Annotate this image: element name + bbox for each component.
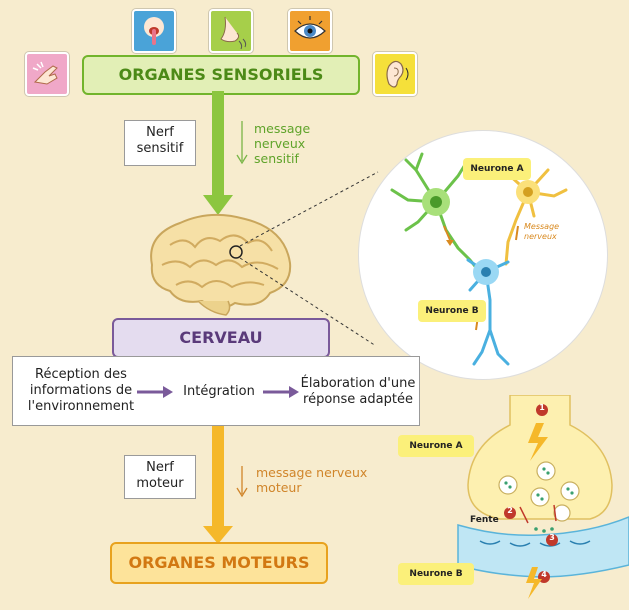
synapse-step-4: 4 <box>541 570 547 579</box>
zoom-message-nerveux: Message nerveux <box>524 222 559 242</box>
organes-moteurs-label: ORGANES MOTEURS <box>128 553 310 572</box>
synapse-neurone-b-label: Neurone B <box>398 563 474 585</box>
eye-icon <box>288 9 332 53</box>
nerf-moteur-line1: Nerf <box>146 460 174 475</box>
arrow-integration-elaboration <box>263 386 299 398</box>
synapse-neurone-a-label: Neurone A <box>398 435 474 457</box>
brain-illustration <box>150 213 292 316</box>
green-flow-arrow <box>212 91 224 199</box>
cerveau-label: CERVEAU <box>179 328 263 347</box>
smell-icon <box>209 9 253 53</box>
orange-flow-arrow <box>212 426 224 530</box>
arrow-reception-integration <box>137 386 173 398</box>
ear-icon <box>373 52 417 96</box>
orange-arrow-head <box>203 526 233 544</box>
zoom-neurone-b-label: Neurone B <box>418 300 486 322</box>
touch-icon <box>25 52 69 96</box>
message-sensitif-line1: message <box>254 121 311 136</box>
integration-text: Intégration <box>183 384 255 399</box>
nerf-sensitif-box: Nerf sensitif <box>124 120 196 166</box>
message-sensitif-text: message nerveux sensitif <box>254 121 310 166</box>
fente-label: Fente <box>470 515 499 525</box>
zoom-neurone-a-label: Neurone A <box>463 158 531 180</box>
moteur-small-arrow <box>236 466 248 498</box>
organes-sensoriels-banner: ORGANES SENSORIELS <box>82 55 360 95</box>
message-moteur-line2: moteur <box>256 480 302 495</box>
sensitif-small-arrow <box>236 121 248 165</box>
reception-line2: informations de <box>29 383 133 398</box>
neurons-illustration <box>390 152 568 366</box>
processing-box <box>12 356 420 426</box>
message-sensitif-line3: sensitif <box>254 151 299 166</box>
zoom-message-line2: nerveux <box>524 232 557 241</box>
zoom-message-line1: Message <box>524 222 560 231</box>
message-moteur-line1: message nerveux <box>256 465 368 480</box>
reception-line3: l'environnement <box>27 399 135 414</box>
reception-line1: Réception des <box>35 367 127 382</box>
elaboration-line1: Élaboration d'une <box>300 376 416 391</box>
synapse-step-3: 3 <box>549 533 555 542</box>
nerf-moteur-box: Nerf moteur <box>124 455 196 499</box>
reception-text: Réception des informations de l'environn… <box>16 367 146 415</box>
elaboration-line2: réponse adaptée <box>303 392 413 407</box>
elaboration-text: Élaboration d'une réponse adaptée <box>298 376 418 408</box>
message-sensitif-line2: nerveux <box>254 136 306 151</box>
nerf-sensitif-line2: sensitif <box>136 141 184 156</box>
taste-icon <box>132 9 176 53</box>
nerf-moteur-line2: moteur <box>136 476 184 491</box>
organes-moteurs-banner: ORGANES MOTEURS <box>110 542 328 584</box>
cerveau-banner: CERVEAU <box>112 318 330 358</box>
green-arrow-head <box>203 195 233 215</box>
synapse-step-1: 1 <box>539 403 545 412</box>
organes-sensoriels-label: ORGANES SENSORIELS <box>118 65 324 84</box>
message-moteur-text: message nerveux moteur <box>256 465 367 495</box>
nerf-sensitif-line1: Nerf <box>146 125 174 140</box>
synapse-step-2: 2 <box>507 506 513 515</box>
synapse-illustration <box>457 395 629 599</box>
